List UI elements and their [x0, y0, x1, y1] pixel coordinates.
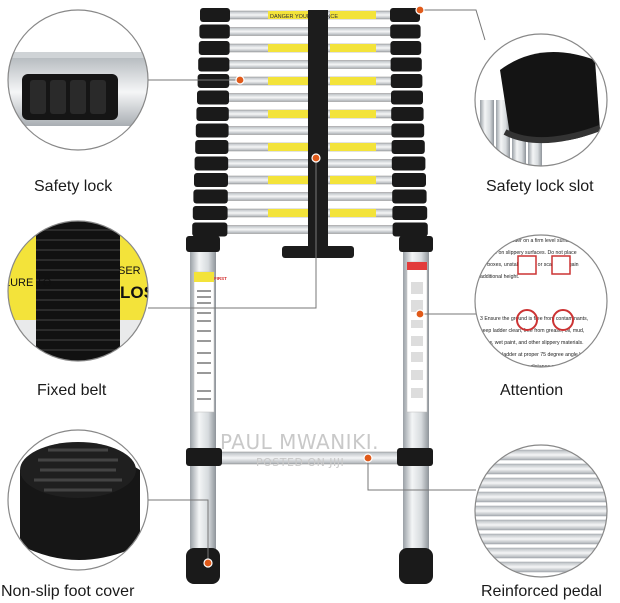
- belt-label-1: SER THA: [118, 265, 166, 277]
- rung-cap-right-1: [390, 8, 420, 22]
- watermark-sub: POSTED ON JIJI: [256, 456, 345, 469]
- rung-label-left-3: [268, 44, 308, 52]
- bottom-rung-cap-left: [186, 448, 222, 466]
- rung-cap-left-13: [192, 206, 228, 220]
- pedal-ridge-9: [475, 561, 607, 573]
- rung-cap-right-13: [392, 206, 428, 220]
- fixed-belt-handle: [282, 246, 354, 258]
- rung-cap-right-11: [392, 173, 426, 187]
- top-rung-label: DANGER YOUR BALANCE: [270, 14, 338, 20]
- bottom-rung-cap-right: [397, 448, 433, 466]
- rung-label-right-5: [330, 77, 376, 85]
- callout-markers: [203, 5, 425, 568]
- rung-cap-right-10: [391, 156, 426, 171]
- rung-cap-left-2: [199, 24, 230, 39]
- fixed-belt: [308, 10, 328, 250]
- rung-cap-left-1: [200, 8, 230, 22]
- rung-cap-left-5: [197, 74, 230, 88]
- rung-cap-right-3: [390, 41, 422, 55]
- caption-reinforced-pedal: Reinforced pedal: [481, 583, 602, 600]
- rung-cap-right-14: [392, 222, 428, 237]
- caption-attention: Attention: [500, 382, 564, 399]
- attention-line-6: keep ladder clean, free from grease, oil…: [480, 328, 584, 334]
- watermark-name: PAUL MWANIKI.: [220, 430, 379, 454]
- pedal-ridge-6: [475, 519, 607, 531]
- rung-label-right-1: [330, 11, 376, 19]
- pedal-ridge-7: [475, 533, 607, 545]
- rung-label-right-9: [330, 143, 376, 151]
- rung-label-right-11: [330, 176, 376, 184]
- pedal-ridge-8: [475, 547, 607, 559]
- rung-label-left-5: [268, 77, 308, 85]
- rung-label-left-9: [268, 143, 308, 151]
- rung-cap-right-2: [390, 24, 421, 39]
- attention-line-8: 4 Set the ladder at proper 75 degree ang…: [480, 352, 585, 358]
- rung-cap-right-9: [391, 140, 425, 154]
- rung-cap-right-7: [391, 107, 424, 121]
- detail-safety-lock: [7, 9, 149, 151]
- rung-cap-right-5: [390, 74, 423, 88]
- rung-cap-left-14: [192, 222, 228, 237]
- belt-strap: [36, 221, 120, 361]
- rung-cap-right-12: [392, 189, 427, 204]
- belt-label-3: LURE TO: [4, 277, 52, 289]
- pedal-ridge-2: [475, 463, 607, 475]
- rung-label-left-1: [268, 11, 308, 19]
- rung-cap-right-8: [391, 123, 425, 138]
- caption-fixed-belt: Fixed belt: [37, 382, 107, 399]
- detail-foot-cover: [7, 429, 149, 571]
- rung-label-left-7: [268, 110, 308, 118]
- rung-cap-left-12: [193, 189, 228, 204]
- rung-cap-right-6: [391, 90, 423, 105]
- left-foot: [186, 548, 220, 584]
- rung-label-right-7: [330, 110, 376, 118]
- detail-fixed-belt: SER THA LOS LURE TO: [4, 220, 166, 362]
- attention-line-1: 1 Place the ladder on a firm level surfa…: [480, 238, 584, 244]
- left-rail-collar: [186, 236, 220, 252]
- pedal-ridge-3: [475, 477, 607, 489]
- attention-line-5: 3 Ensure the ground is free from contami…: [480, 316, 588, 322]
- attention-line-2: not use on slippery surfaces. Do not pla…: [480, 250, 577, 256]
- rung-cap-left-7: [196, 107, 229, 121]
- callout-lines: [148, 9, 486, 563]
- rung-cap-left-8: [195, 123, 229, 138]
- caption-safety-lock: Safety lock: [34, 178, 113, 195]
- rung-cap-left-9: [195, 140, 229, 154]
- attention-line-9: leaving ladder base a distance equal to …: [480, 364, 585, 370]
- rung-label-right-3: [330, 44, 376, 52]
- attention-line-7: snow, wet paint, and other slippery mate…: [480, 340, 584, 346]
- rung-label-right-13: [330, 209, 376, 217]
- pedal-ridge-5: [475, 505, 607, 517]
- rung-cap-left-4: [198, 57, 230, 72]
- pedal-ridge-1: [475, 449, 607, 461]
- belt-label-2: LOS: [120, 283, 155, 302]
- right-rail-collar: [399, 236, 433, 252]
- right-foot: [399, 548, 433, 584]
- rung-label-left-13: [268, 209, 308, 217]
- rung-cap-left-10: [194, 156, 229, 171]
- telescopic-ladder: DANGER YOUR BALANCESAFETY FIRST: [186, 8, 433, 584]
- detail-safety-lock-slot: [474, 33, 608, 167]
- caption-foot-cover: Non-slip foot cover: [1, 583, 135, 600]
- rung-cap-left-3: [198, 41, 230, 55]
- pedal-ridge-4: [475, 491, 607, 503]
- rung-cap-left-11: [194, 173, 228, 187]
- detail-reinforced-pedal: [474, 444, 608, 578]
- attention-line-4: additional height.: [480, 274, 519, 280]
- rung-cap-left-6: [197, 90, 229, 105]
- rung-label-left-11: [268, 176, 308, 184]
- rung-cap-right-4: [390, 57, 422, 72]
- detail-attention: 1 Place the ladder on a firm level surfa…: [474, 234, 608, 370]
- caption-safety-lock-slot: Safety lock slot: [486, 178, 594, 195]
